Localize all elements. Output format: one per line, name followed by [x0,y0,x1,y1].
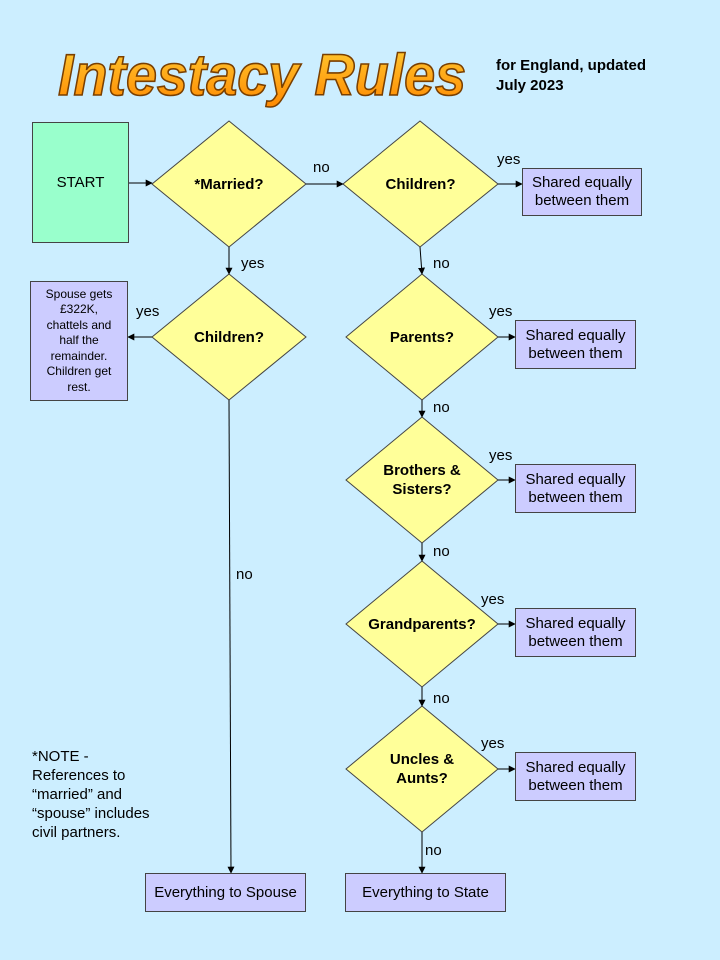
grandparents-decision-diamond [345,560,499,688]
civil-partners-note: *NOTE - References to “married” and “spo… [32,748,150,841]
married-no-label: no [313,159,330,176]
arrow-children-no [418,246,426,275]
start-box: START [32,122,129,243]
parents-share-outcome: Shared equally between them [515,320,636,369]
uncles-aunts-no-label: no [425,842,442,859]
parents-decision-diamond [345,273,499,401]
children-no-label: no [433,255,450,272]
siblings-decision-diamond [345,416,499,544]
children-married-decision-diamond [151,273,307,401]
grandparents-no-label: no [433,690,450,707]
children-yes-label: yes [497,151,521,168]
spouse-and-children-outcome: Spouse gets £322K, chattels and half the… [30,281,128,401]
married-yes-label: yes [241,255,265,272]
page-subtitle: for England, updated July 2023 [496,57,646,94]
arrow-children-married-no [227,399,235,874]
children-share-outcome: Shared equally between them [522,168,642,216]
parents-no-label: no [433,399,450,416]
married-decision-diamond [151,120,307,248]
siblings-yes-label: yes [489,447,513,464]
uncles-aunts-decision-diamond [345,705,499,833]
everything-to-spouse-outcome: Everything to Spouse [145,873,306,912]
grandparents-share-outcome: Shared equally between them [515,608,636,657]
grandparents-yes-label: yes [481,591,505,608]
page-title: Intestacy Rules [58,43,466,108]
uncles-aunts-yes-label: yes [481,735,505,752]
siblings-no-label: no [433,543,450,560]
children-married-yes-label: yes [136,303,160,320]
siblings-share-outcome: Shared equally between them [515,464,636,513]
everything-to-state-outcome: Everything to State [345,873,506,912]
parents-yes-label: yes [489,303,513,320]
start-label: START [56,174,105,191]
children-married-no-label: no [236,566,253,583]
children-decision-diamond [342,120,499,248]
uncles-aunts-share-outcome: Shared equally between them [515,752,636,801]
